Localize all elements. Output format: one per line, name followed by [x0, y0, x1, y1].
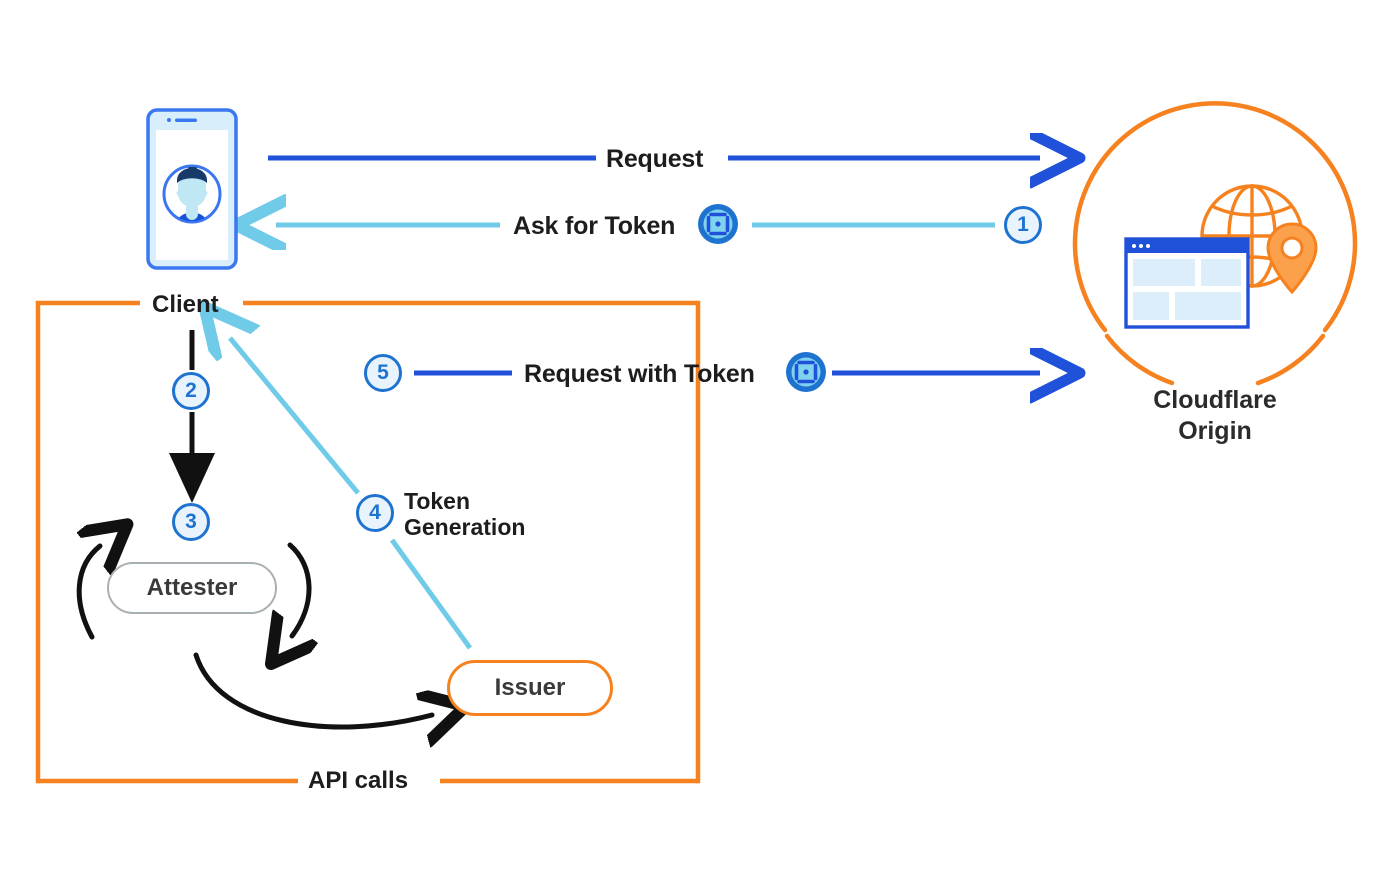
flow-label-request-with-token: Request with Token	[524, 360, 755, 388]
step-badge-1: 1	[1004, 206, 1042, 244]
annotation-token-generation-line2: Generation	[404, 514, 526, 540]
flow-attester-loop-arrows	[79, 545, 309, 637]
step-badge-5: 5	[364, 354, 402, 392]
cloudflare-origin-icon	[1072, 101, 1358, 386]
flow-token-generation-arrow	[230, 338, 473, 650]
node-attester-label: Attester	[146, 574, 238, 601]
node-label-cloudflare-origin-line2: Origin	[1178, 417, 1252, 445]
flow-attester-to-issuer-arrow	[193, 652, 432, 727]
browser-window-icon	[1124, 237, 1250, 329]
map-pin-icon	[1266, 222, 1318, 295]
node-issuer: Issuer	[447, 660, 613, 716]
step-badge-3: 3	[172, 503, 210, 541]
step-badge-4: 4	[356, 494, 394, 532]
node-label-cloudflare-origin-line1: Cloudflare	[1153, 386, 1277, 414]
smartphone-user-icon	[146, 108, 238, 270]
node-attester: Attester	[107, 562, 277, 614]
token-icon-request-with-token	[786, 352, 826, 392]
flow-label-request: Request	[606, 145, 704, 173]
flow-label-ask-for-token: Ask for Token	[513, 212, 676, 240]
step-badge-2: 2	[172, 372, 210, 410]
boundary-label-api-calls: API calls	[308, 767, 409, 794]
token-icon-ask-for-token	[698, 204, 738, 244]
api-calls-boundary	[35, 300, 701, 784]
node-issuer-label: Issuer	[494, 674, 566, 701]
annotation-token-generation-line1: Token	[404, 488, 471, 514]
node-label-client: Client	[152, 291, 219, 318]
